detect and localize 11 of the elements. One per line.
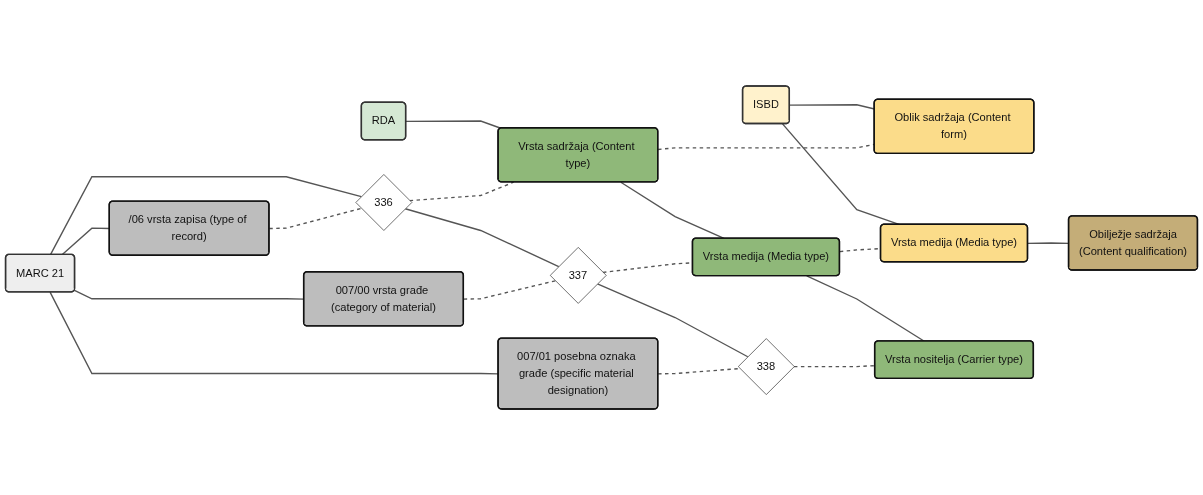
connector	[49, 176, 363, 256]
node-diamond: 337	[549, 247, 607, 304]
connector	[806, 275, 925, 342]
connector	[405, 120, 502, 129]
connector	[657, 367, 741, 375]
node-diamond: 336	[355, 174, 413, 231]
connector	[268, 207, 363, 230]
connector	[463, 280, 556, 300]
connector	[404, 208, 560, 268]
node-diamond: 338	[737, 338, 795, 395]
connector	[596, 283, 749, 358]
